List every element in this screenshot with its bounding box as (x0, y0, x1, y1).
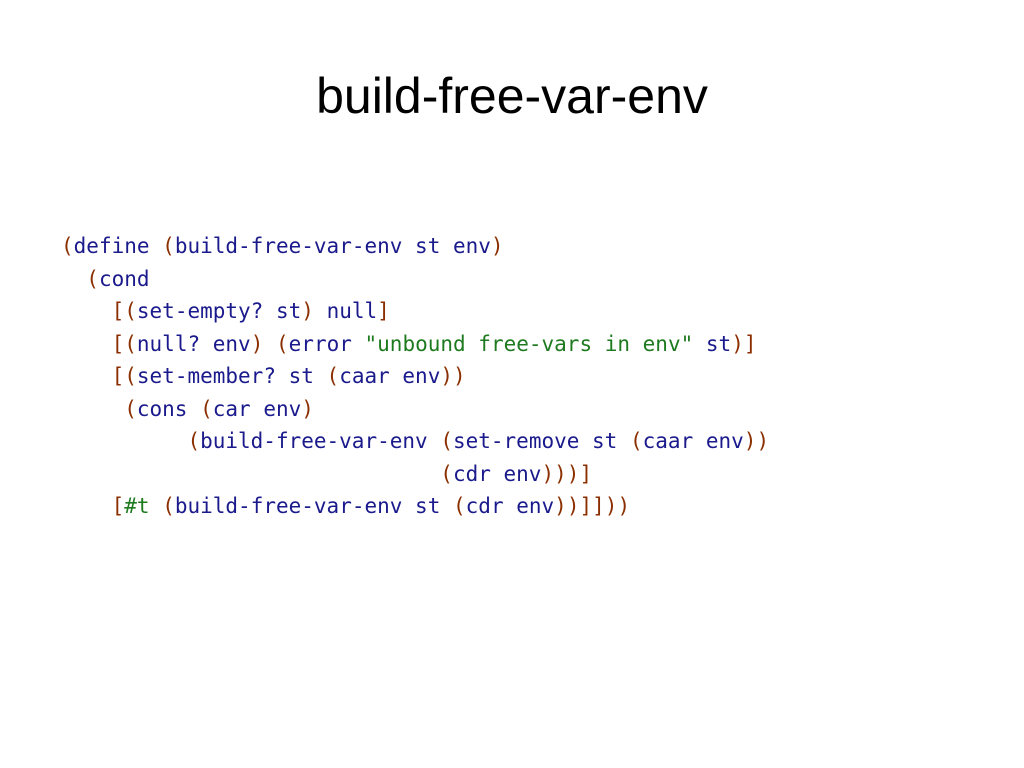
code-bracket: ( (162, 494, 175, 518)
code-bracket: ( (276, 331, 289, 356)
code-identifier: cdr env (465, 494, 555, 518)
code-line: (build-free-var-env (set-remove st (caar… (61, 425, 769, 458)
code-bracket: ( (124, 331, 137, 356)
code-identifier: build-free-var-env (200, 429, 441, 453)
code-line: (cons (car env) (61, 393, 769, 426)
code-identifier: build-free-var-env st (174, 494, 453, 518)
code-bracket: ) (604, 494, 618, 518)
code-whitespace (61, 299, 112, 323)
code-bracket: ( (200, 396, 213, 421)
code-bracket: ( (453, 494, 466, 518)
code-whitespace (150, 234, 163, 258)
code-identifier: caar env (339, 364, 441, 388)
code-identifier: car env (212, 396, 302, 421)
code-bracket: ] (579, 494, 593, 518)
code-identifier: null (313, 299, 378, 323)
code-whitespace (263, 332, 276, 356)
code-bracket: ( (124, 364, 137, 388)
code-line: (cdr env)))] (61, 458, 769, 491)
code-identifier: cons (136, 396, 201, 421)
code-string: "unbound free-vars in env" (364, 331, 694, 356)
code-bracket: [ (111, 494, 125, 518)
code-identifier: caar env (642, 429, 744, 453)
slide-title: build-free-var-env (316, 68, 708, 124)
code-identifier: null? env (136, 331, 251, 356)
code-block: (define (build-free-var-env st env) (con… (61, 230, 769, 523)
code-line: (cond (61, 263, 769, 296)
code-bracket: ) (453, 364, 466, 388)
code-bracket: ( (187, 429, 201, 453)
code-bracket: [ (111, 364, 125, 388)
code-bracket: ( (629, 429, 643, 453)
code-line: [(null? env) (error "unbound free-vars i… (61, 328, 769, 361)
code-whitespace (61, 429, 187, 453)
code-bracket: ] (579, 461, 593, 486)
code-identifier: set-empty? st (136, 299, 302, 323)
code-whitespace (61, 397, 124, 421)
code-bracket: ) (490, 234, 504, 258)
code-whitespace (61, 267, 86, 291)
code-identifier: cdr env (452, 461, 542, 486)
code-bracket: ( (162, 234, 175, 258)
code-identifier: build-free-var-env st env (174, 234, 491, 258)
code-bracket: ] (592, 494, 605, 518)
code-identifier: set-member? st (136, 364, 327, 388)
code-line: [#t (build-free-var-env st (cdr env))]])… (61, 490, 769, 523)
code-bracket: ( (440, 461, 453, 486)
code-literal: #t (124, 494, 150, 518)
code-whitespace (61, 494, 112, 518)
code-bracket: ] (377, 299, 390, 323)
code-bracket: ( (440, 429, 453, 453)
code-bracket: ) (566, 461, 580, 486)
code-whitespace (150, 494, 163, 518)
code-bracket: [ (111, 331, 125, 356)
code-bracket: ) (301, 396, 314, 421)
code-bracket: ] (743, 331, 757, 356)
code-bracket: ) (554, 461, 567, 486)
code-bracket: ) (566, 494, 580, 518)
code-bracket: ) (731, 331, 744, 356)
code-line: [(set-member? st (caar env)) (61, 360, 769, 393)
code-bracket: [ (111, 299, 125, 323)
code-bracket: ) (756, 429, 770, 453)
code-bracket: ) (440, 364, 454, 388)
code-bracket: ( (124, 299, 137, 323)
code-bracket: ) (301, 299, 314, 323)
code-bracket: ) (250, 331, 264, 356)
code-whitespace (61, 364, 112, 388)
code-identifier: define (73, 234, 150, 258)
code-bracket: ( (61, 234, 74, 258)
code-line: [(set-empty? st) null] (61, 295, 769, 328)
code-bracket: ) (617, 494, 631, 518)
code-identifier: cond (98, 266, 150, 291)
code-bracket: ) (541, 461, 555, 486)
code-line: (define (build-free-var-env st env) (61, 230, 769, 263)
code-bracket: ( (124, 396, 137, 421)
code-whitespace (61, 332, 112, 356)
code-bracket: ( (326, 364, 340, 388)
code-bracket: ( (86, 266, 99, 291)
code-identifier: set-remove st (452, 429, 630, 453)
code-identifier: st (693, 331, 732, 356)
code-bracket: ) (554, 494, 567, 518)
code-bracket: ) (743, 429, 757, 453)
code-whitespace (61, 462, 440, 486)
code-identifier: error (288, 331, 365, 356)
